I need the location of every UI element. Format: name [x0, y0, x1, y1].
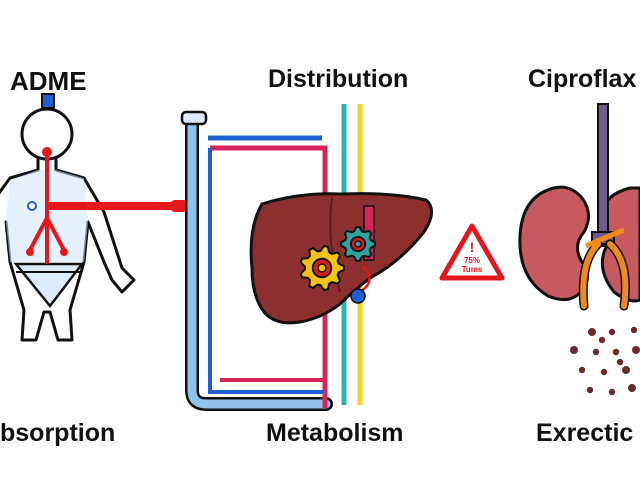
- excretion-dot: [622, 366, 630, 374]
- gear-teal-icon: [340, 226, 376, 262]
- excretion-dot: [578, 366, 586, 374]
- excretion-dot: [586, 386, 594, 394]
- right-ureter: [607, 241, 629, 309]
- mouth-dot: [42, 147, 52, 157]
- left-kidney: [518, 185, 590, 302]
- head-dropper-icon: [41, 93, 55, 109]
- excretion-dots: [570, 326, 640, 396]
- tract-node-right: [60, 248, 68, 256]
- excretion-dot: [608, 328, 616, 336]
- left-ureter: [580, 241, 601, 309]
- kidneys: [518, 103, 640, 311]
- distribution-label: Distribution: [268, 65, 409, 93]
- ciproflox-label-clip: Ciproflax: [528, 64, 640, 98]
- excretion-dot: [612, 348, 620, 356]
- excretion-dot: [608, 388, 616, 396]
- excretion-dot: [598, 336, 606, 344]
- absorption-pipe-end: [170, 200, 188, 212]
- excretion-label-clip: Exrectic: [536, 418, 640, 452]
- warning-line2: Tums: [462, 265, 483, 274]
- warning-mark: !: [470, 239, 475, 255]
- excretion-dot: [592, 348, 600, 356]
- warning-triangle-icon: ! 75% Tums: [439, 223, 505, 281]
- human-figure: [0, 93, 136, 342]
- excretion-dot: [630, 326, 638, 334]
- liver: [249, 192, 433, 325]
- stomach-marker: [27, 201, 37, 211]
- orange-vessel: [584, 227, 625, 249]
- excretion-label: Exrectic: [536, 419, 634, 447]
- excretion-dot: [588, 328, 596, 336]
- excretion-dot: [628, 384, 636, 392]
- absorption-label: bsorption: [0, 419, 116, 447]
- ciproflox-label: Ciproflax: [528, 65, 637, 93]
- renal-vein: [597, 103, 609, 247]
- gear-yellow-icon: [299, 245, 345, 291]
- excretion-dot: [600, 368, 608, 376]
- tract-node-left: [26, 248, 34, 256]
- blue-capsule: [350, 288, 366, 304]
- absorption-pipe: [47, 202, 179, 210]
- adme-label: ADME: [10, 66, 87, 96]
- warning-line1: 75%: [464, 256, 480, 265]
- excretion-dot: [632, 346, 640, 354]
- metabolism-label: Metabolism: [266, 419, 404, 447]
- pelvis: [13, 262, 85, 309]
- circulation-pipes: [180, 104, 363, 411]
- excretion-dot: [616, 358, 624, 366]
- excretion-dot: [570, 346, 578, 354]
